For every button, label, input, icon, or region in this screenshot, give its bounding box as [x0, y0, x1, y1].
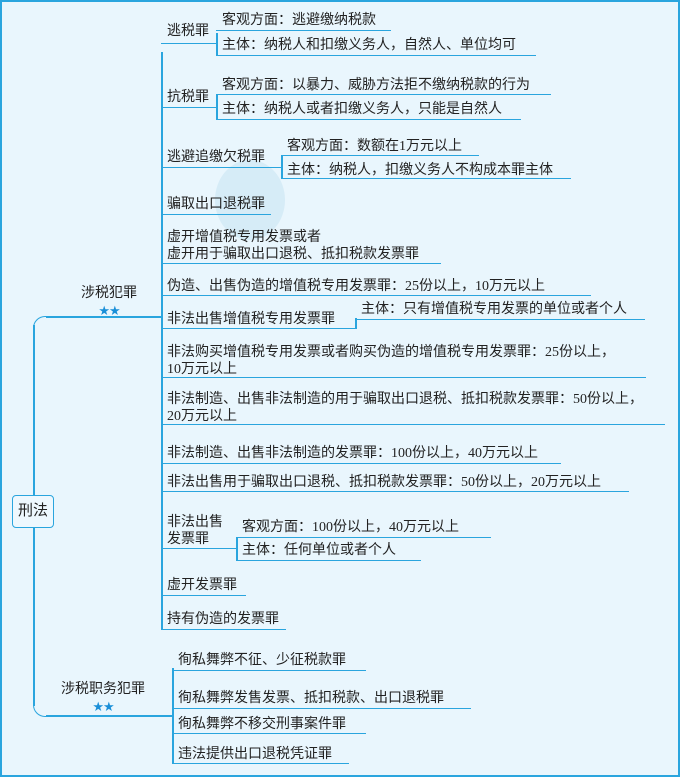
- node-arrears-evasion[interactable]: 逃避追缴欠税罪: [161, 149, 281, 168]
- node-detail[interactable]: 主体：只有增值税专用发票的单位或者个人: [355, 301, 645, 320]
- connector: [236, 537, 238, 561]
- node-illegal-sale-refund-invoice[interactable]: 非法出售用于骗取出口退税、抵扣税款发票罪：50份以上，20万元以上: [161, 474, 629, 492]
- node-line: 虚开增值税专用发票或者: [167, 230, 321, 245]
- node-detail[interactable]: 主体：纳税人，扣缴义务人不构成本罪主体: [281, 162, 571, 179]
- node-detail[interactable]: 客观方面：以暴力、威胁方法拒不缴纳税款的行为: [216, 77, 551, 95]
- node-holding-forged-invoice[interactable]: 持有伪造的发票罪: [161, 611, 286, 630]
- node-false-invoice-vat[interactable]: 虚开增值税专用发票或者 虚开用于骗取出口退税、抵扣税款发票罪: [161, 229, 441, 264]
- node-detail[interactable]: 客观方面：数额在1万元以上: [281, 138, 479, 156]
- category-label: 涉税犯罪: [81, 286, 137, 301]
- node-line: 10万元以上: [167, 362, 237, 377]
- node-illegal-sale-invoice[interactable]: 非法出售 发票罪: [161, 514, 236, 549]
- node-false-invoice[interactable]: 虚开发票罪: [161, 577, 246, 596]
- connector: [46, 316, 162, 318]
- node-duty-crime[interactable]: 徇私舞弊发售发票、抵扣税款、出口退税罪: [172, 690, 471, 709]
- connector: [216, 94, 218, 119]
- node-detail[interactable]: 客观方面：100份以上，40万元以上: [236, 519, 491, 538]
- category-label: 涉税职务犯罪: [61, 682, 145, 697]
- node-line: 非法购买增值税专用发票或者购买伪造的增值税专用发票罪：25份以上，: [167, 345, 615, 360]
- node-detail[interactable]: 主体：纳税人或者扣缴义务人，只能是自然人: [216, 101, 521, 120]
- node-duty-crime[interactable]: 徇私舞弊不征、少征税款罪: [172, 652, 366, 671]
- node-tax-resistance[interactable]: 抗税罪: [161, 89, 216, 108]
- node-illegal-sale-vat-invoice[interactable]: 非法出售增值税专用发票罪: [161, 311, 356, 329]
- connector: [172, 668, 174, 763]
- connector: [281, 155, 283, 179]
- node-detail[interactable]: 主体：纳税人和扣缴义务人，自然人、单位均可: [216, 37, 536, 56]
- star-icon: ★★: [98, 303, 120, 318]
- connector: [33, 316, 47, 330]
- connector: [355, 318, 357, 329]
- node-line: 虚开用于骗取出口退税、抵扣税款发票罪: [167, 247, 419, 262]
- node-detail[interactable]: 客观方面：逃避缴纳税款: [216, 12, 391, 31]
- node-line: 发票罪: [167, 532, 209, 547]
- node-line: 非法出售: [167, 515, 223, 530]
- node-duty-crime[interactable]: 违法提供出口退税凭证罪: [172, 746, 349, 764]
- node-duty-crime[interactable]: 徇私舞弊不移交刑事案件罪: [172, 716, 366, 734]
- connector: [46, 715, 173, 717]
- watermark-logo: [215, 160, 285, 240]
- node-tax-evasion[interactable]: 逃税罪: [161, 23, 216, 44]
- category-duty-crimes[interactable]: 涉税职务犯罪 ★★: [48, 681, 158, 715]
- category-tax-crimes[interactable]: 涉税犯罪 ★★: [70, 285, 148, 319]
- node-illegal-manufacture-refund-invoice[interactable]: 非法制造、出售非法制造的用于骗取出口退税、抵扣税款发票罪：50份以上， 20万元…: [161, 391, 665, 425]
- node-line: 非法制造、出售非法制造的用于骗取出口退税、抵扣税款发票罪：50份以上，: [167, 392, 643, 407]
- node-illegal-manufacture-invoice[interactable]: 非法制造、出售非法制造的发票罪：100份以上，40万元以上: [161, 445, 561, 464]
- star-icon: ★★: [92, 699, 114, 714]
- node-illegal-purchase-vat-invoice[interactable]: 非法购买增值税专用发票或者购买伪造的增值税专用发票罪：25份以上， 10万元以上: [161, 344, 646, 378]
- connector: [33, 528, 35, 706]
- root-node[interactable]: 刑法: [12, 495, 54, 528]
- node-export-refund-fraud[interactable]: 骗取出口退税罪: [161, 196, 271, 215]
- connector: [216, 33, 218, 55]
- connector: [161, 52, 163, 629]
- node-detail[interactable]: 主体：任何单位或者个人: [236, 542, 421, 561]
- node-forged-vat-invoice[interactable]: 伪造、出售伪造的增值税专用发票罪：25份以上，10万元以上: [161, 278, 591, 296]
- node-line: 20万元以上: [167, 409, 237, 424]
- connector: [33, 325, 35, 495]
